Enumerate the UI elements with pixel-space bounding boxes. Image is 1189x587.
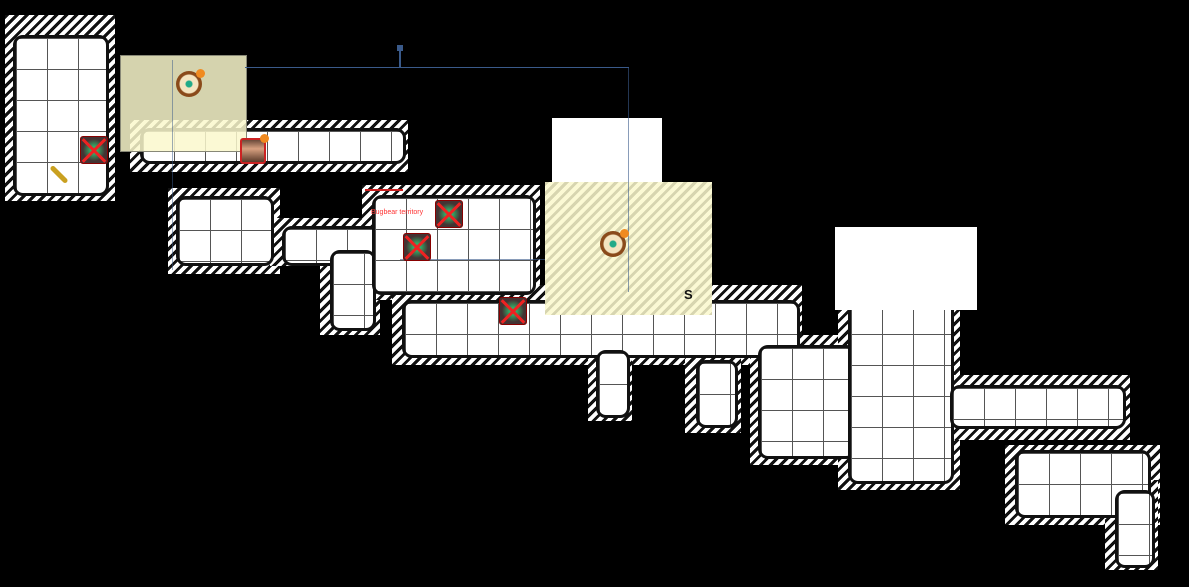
- measure-line: [399, 47, 401, 67]
- defeated-creature-token[interactable]: [499, 297, 527, 325]
- character-token[interactable]: [240, 138, 266, 164]
- door-marker: [365, 189, 403, 191]
- measure-line: [172, 60, 173, 270]
- floor: [950, 385, 1126, 429]
- floor: [696, 360, 738, 428]
- status-badge: [196, 69, 205, 78]
- territory-label: Bugbear territory: [371, 209, 424, 216]
- lit-area: [120, 55, 247, 152]
- status-badge: [620, 229, 629, 238]
- floor: [1115, 490, 1155, 568]
- fog-region: [552, 118, 662, 182]
- measure-handle[interactable]: [397, 45, 403, 51]
- floor: [13, 35, 109, 196]
- status-badge: [260, 134, 269, 143]
- floor: [330, 250, 376, 331]
- defeated-creature-token[interactable]: [403, 233, 431, 261]
- defeated-creature-token[interactable]: [435, 200, 463, 228]
- measure-line: [245, 67, 629, 68]
- measure-line: [628, 67, 629, 292]
- measure-line: [400, 259, 545, 260]
- secret-door-label: S: [684, 287, 693, 302]
- floor: [596, 350, 630, 418]
- floor: [848, 300, 954, 484]
- defeated-creature-token[interactable]: [80, 136, 108, 164]
- floor: [176, 196, 274, 266]
- fog-region: [835, 227, 977, 310]
- floor: [758, 345, 856, 459]
